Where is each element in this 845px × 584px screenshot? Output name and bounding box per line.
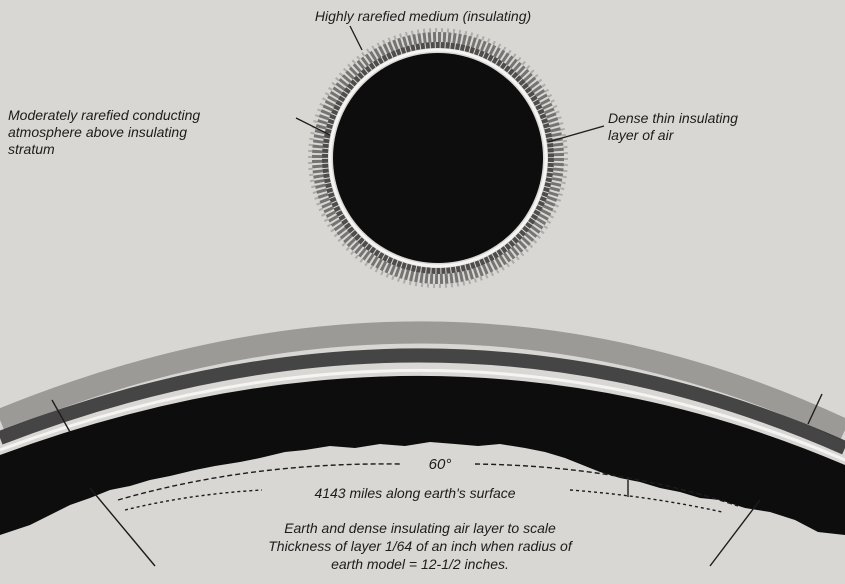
radius-line-right <box>710 500 760 566</box>
leader-top <box>350 26 362 50</box>
label-angle: 60° <box>410 456 470 473</box>
earth-section <box>0 332 845 535</box>
label-arc-length: 4143 miles along earth's surface <box>265 485 565 502</box>
label-conducting-atmosphere: Moderately rarefied conducting atmospher… <box>8 107 318 158</box>
diagram-caption: Earth and dense insulating air layer to … <box>180 519 660 573</box>
globe-model <box>310 30 566 286</box>
earth-disk <box>333 53 543 263</box>
label-dense-insulating-layer: Dense thin insulating layer of air <box>608 110 808 144</box>
radius-line-left <box>90 488 155 566</box>
label-highly-rarefied-medium: Highly rarefied medium (insulating) <box>268 8 578 25</box>
